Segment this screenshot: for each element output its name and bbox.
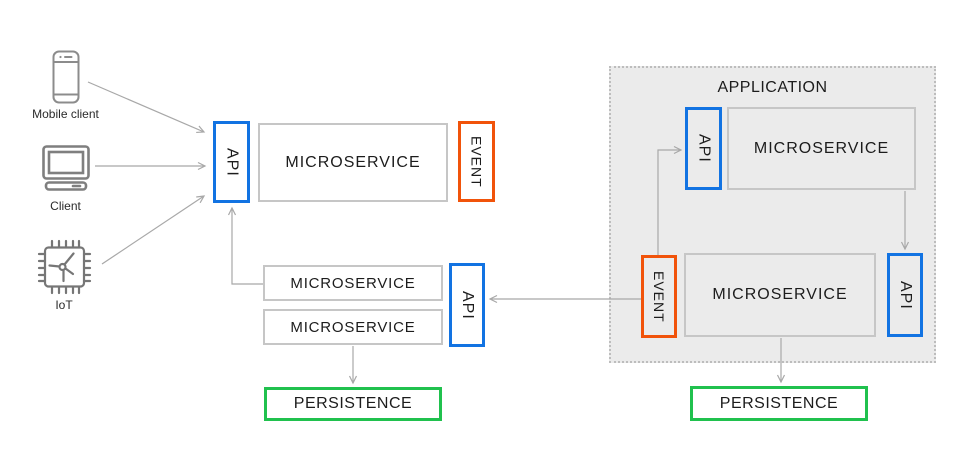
microservice-stack-2-box-label: MICROSERVICE [290, 318, 416, 336]
microservice-stack-1-box-label: MICROSERVICE [290, 274, 416, 292]
api-gateway-box: API [213, 121, 250, 203]
persistence-left-box: PERSISTENCE [264, 387, 442, 421]
iot-label: IoT [55, 298, 73, 312]
mobile-client-label: Mobile client [32, 107, 99, 121]
iot-chip-icon [37, 239, 92, 295]
persistence-left-box-label: PERSISTENCE [293, 395, 413, 412]
event-app-box-label: EVENT [651, 270, 667, 323]
microservice-stack-1-box: MICROSERVICE [263, 265, 443, 301]
api-stack-box: API [449, 263, 485, 347]
event-main-box: EVENT [458, 121, 495, 202]
microservice-main-box-label: MICROSERVICE [285, 153, 421, 171]
api-app-right-box-label: API [897, 280, 914, 310]
api-stack-box-label: API [459, 290, 476, 320]
smartphone-icon [52, 50, 80, 104]
microservice-app-bottom-box-label: MICROSERVICE [712, 286, 848, 303]
persistence-right-box: PERSISTENCE [690, 386, 868, 421]
microservice-app-top-box: MICROSERVICE [727, 107, 916, 190]
microservice-main-box: MICROSERVICE [258, 123, 448, 202]
api-gateway-box-label: API [223, 147, 241, 177]
persistence-right-box-label: PERSISTENCE [719, 394, 839, 412]
api-app-right-box: API [887, 253, 923, 337]
microservice-app-bottom-box: MICROSERVICE [684, 253, 876, 337]
arrow-microservice-to-api [227, 206, 263, 285]
microservice-app-top-box-label: MICROSERVICE [753, 139, 890, 157]
event-main-box-label: EVENT [468, 135, 485, 188]
application-title: APPLICATION [717, 79, 828, 96]
api-app-top-box-label: API [695, 134, 713, 163]
client-label: Client [50, 199, 81, 213]
microservice-stack-2-box: MICROSERVICE [263, 309, 443, 345]
desktop-computer-icon [42, 145, 90, 191]
event-app-box: EVENT [641, 255, 677, 338]
api-app-top-box: API [685, 107, 722, 190]
